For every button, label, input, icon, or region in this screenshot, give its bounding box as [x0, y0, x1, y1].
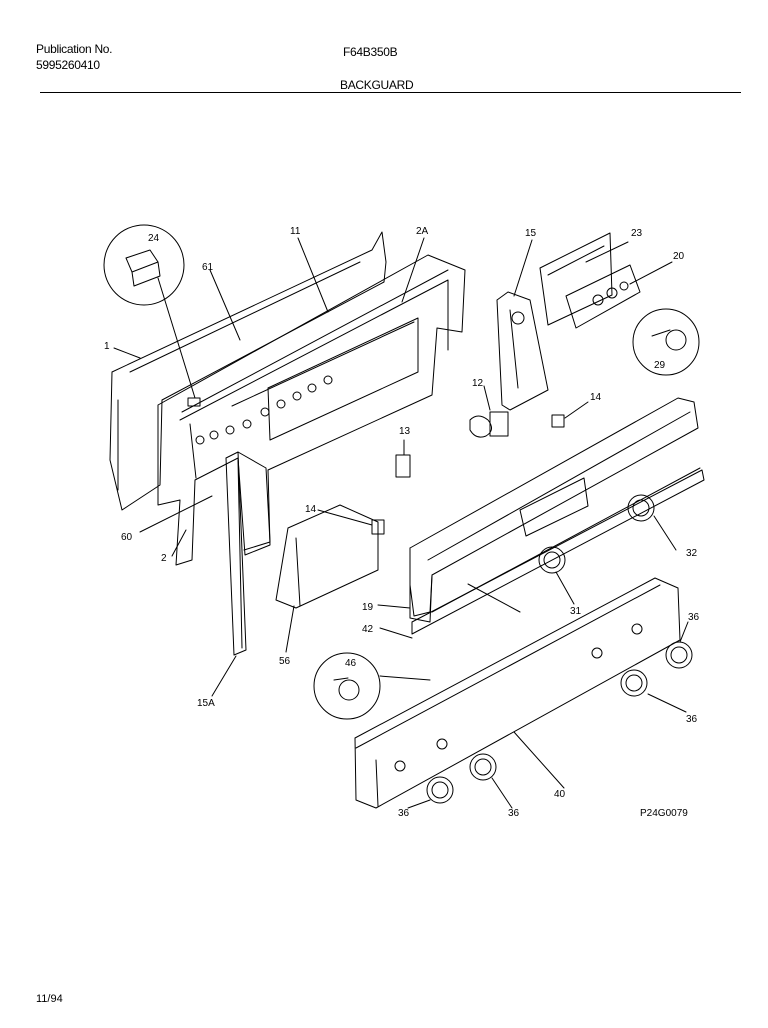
callout-label: 46	[345, 658, 357, 669]
burner-knob-31	[538, 546, 566, 574]
callout-label: 24	[148, 233, 160, 244]
callout-label: 31	[570, 606, 582, 617]
callout-label: 14	[590, 392, 602, 403]
callout-label: 20	[673, 251, 685, 262]
revision-date: 11/94	[36, 993, 63, 1005]
knob-36-a	[426, 776, 454, 804]
callout-label: 1	[104, 341, 110, 352]
callout-label: 11	[290, 226, 301, 237]
callout-label: 12	[472, 378, 484, 389]
backguard-panel	[157, 254, 466, 566]
callout-label: 2	[161, 553, 167, 564]
callout-label: 19	[362, 602, 374, 613]
publication-number: 5995260410	[36, 58, 100, 72]
side-bracket-15a	[225, 451, 271, 656]
detail-switch-24	[103, 224, 185, 306]
detail-knob-46	[313, 652, 381, 720]
clock-assembly	[539, 232, 641, 329]
knob-36-d	[665, 641, 693, 669]
publication-label: Publication No.	[36, 42, 113, 56]
callout-label: 36	[508, 808, 520, 819]
detail-knob-29	[632, 308, 700, 376]
callout-label: 40	[554, 789, 566, 800]
knob-mount-panel	[354, 577, 681, 809]
right-bracket	[496, 291, 549, 411]
knob-36-b	[469, 753, 497, 781]
callout-label: 60	[121, 532, 133, 543]
callout-label: 36	[688, 612, 700, 623]
callout-label: 36	[398, 808, 410, 819]
callout-label: 15	[525, 228, 537, 239]
model-number: F64B350B	[343, 45, 398, 59]
drawing-number: P24G0079	[640, 808, 688, 819]
callout-label: 2A	[416, 226, 429, 237]
section-title: BACKGUARD	[340, 78, 414, 92]
callout-label: 29	[654, 360, 666, 371]
callout-label: 14	[305, 504, 317, 515]
control-panel	[409, 397, 705, 635]
callout-label: 23	[631, 228, 643, 239]
callout-label: 36	[686, 714, 698, 725]
sub-panel	[275, 504, 379, 609]
burner-knob-32	[627, 494, 655, 522]
callout-label: 32	[686, 548, 698, 559]
header-rule	[40, 92, 741, 93]
leader-lines	[113, 237, 689, 809]
callout-label: 61	[202, 262, 214, 273]
callout-label: 13	[399, 426, 411, 437]
callout-labels: 24 11 2A 15 23 20 61 1 29 12 14 13 60 2 …	[104, 226, 700, 819]
callout-label: 56	[279, 656, 291, 667]
switch-components	[371, 411, 565, 535]
rear-panel	[109, 231, 387, 511]
knob-36-c	[620, 669, 648, 697]
callout-label: 15A	[197, 698, 215, 709]
callout-label: 42	[362, 624, 374, 635]
